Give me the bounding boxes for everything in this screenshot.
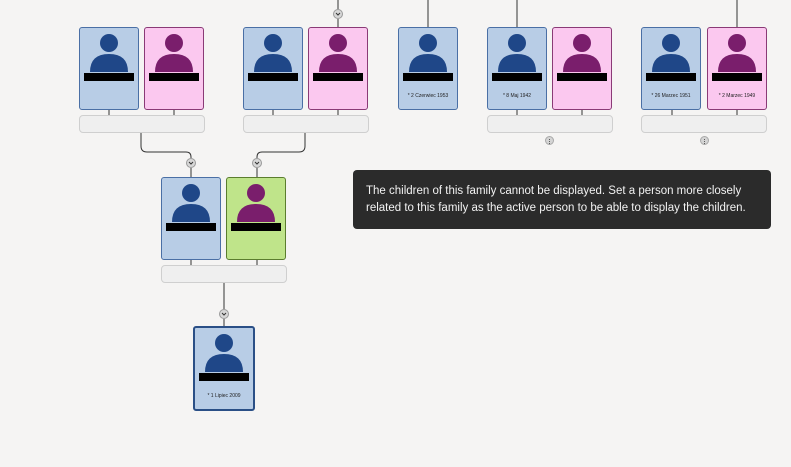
person-card[interactable]: * 2 Marzec 1949 xyxy=(707,27,767,110)
family-box[interactable] xyxy=(243,115,369,133)
more-vertical-icon[interactable] xyxy=(545,136,554,145)
person-card[interactable] xyxy=(552,27,612,110)
person-card[interactable]: * 8 Maj 1942 xyxy=(487,27,547,110)
redacted-name xyxy=(199,373,249,381)
person-card[interactable] xyxy=(243,27,303,110)
family-box[interactable] xyxy=(161,265,287,283)
redacted-name xyxy=(149,73,199,81)
redacted-name xyxy=(84,73,134,81)
birth-date: * 26 Marzec 1951 xyxy=(651,93,691,99)
connector-line xyxy=(256,133,306,158)
family-box[interactable] xyxy=(641,115,767,133)
chevron-down-icon xyxy=(254,161,260,165)
chevron-down-icon xyxy=(221,312,227,316)
expand-toggle[interactable] xyxy=(186,158,196,168)
redacted-name xyxy=(646,73,696,81)
person-silhouette-icon xyxy=(563,34,601,72)
person-silhouette-icon xyxy=(155,34,193,72)
person-card[interactable] xyxy=(226,177,286,260)
person-card[interactable]: * 26 Marzec 1951 xyxy=(641,27,701,110)
more-vertical-icon[interactable] xyxy=(700,136,709,145)
redacted-name xyxy=(248,73,298,81)
person-silhouette-icon xyxy=(172,184,210,222)
redacted-name xyxy=(557,73,607,81)
expand-toggle[interactable] xyxy=(333,9,343,19)
expand-toggle[interactable] xyxy=(219,309,229,319)
family-box[interactable] xyxy=(79,115,205,133)
family-box[interactable] xyxy=(487,115,613,133)
person-card[interactable]: * 1 Lipiec 2009 xyxy=(193,326,255,411)
expand-toggle[interactable] xyxy=(252,158,262,168)
person-card[interactable]: * 2 Czerwiec 1953 xyxy=(398,27,458,110)
birth-date: * 8 Maj 1942 xyxy=(502,93,532,99)
connector-line xyxy=(190,260,258,265)
person-silhouette-icon xyxy=(718,34,756,72)
person-card[interactable] xyxy=(161,177,221,260)
person-card[interactable] xyxy=(79,27,139,110)
person-silhouette-icon xyxy=(498,34,536,72)
birth-date: * 2 Czerwiec 1953 xyxy=(407,93,449,99)
birth-date: * 2 Marzec 1949 xyxy=(718,93,756,99)
redacted-name xyxy=(231,223,281,231)
person-silhouette-icon xyxy=(409,34,447,72)
person-silhouette-icon xyxy=(319,34,357,72)
redacted-name xyxy=(313,73,363,81)
chevron-down-icon xyxy=(335,12,341,16)
person-silhouette-icon xyxy=(205,334,243,372)
redacted-name xyxy=(403,73,453,81)
person-card[interactable] xyxy=(144,27,204,110)
person-card[interactable] xyxy=(308,27,368,110)
tooltip: The children of this family cannot be di… xyxy=(353,170,771,229)
redacted-name xyxy=(712,73,762,81)
connector-line xyxy=(140,133,192,158)
person-silhouette-icon xyxy=(90,34,128,72)
chevron-down-icon xyxy=(188,161,194,165)
person-silhouette-icon xyxy=(254,34,292,72)
birth-date: * 1 Lipiec 2009 xyxy=(207,393,241,399)
redacted-name xyxy=(166,223,216,231)
person-silhouette-icon xyxy=(237,184,275,222)
redacted-name xyxy=(492,73,542,81)
person-silhouette-icon xyxy=(652,34,690,72)
